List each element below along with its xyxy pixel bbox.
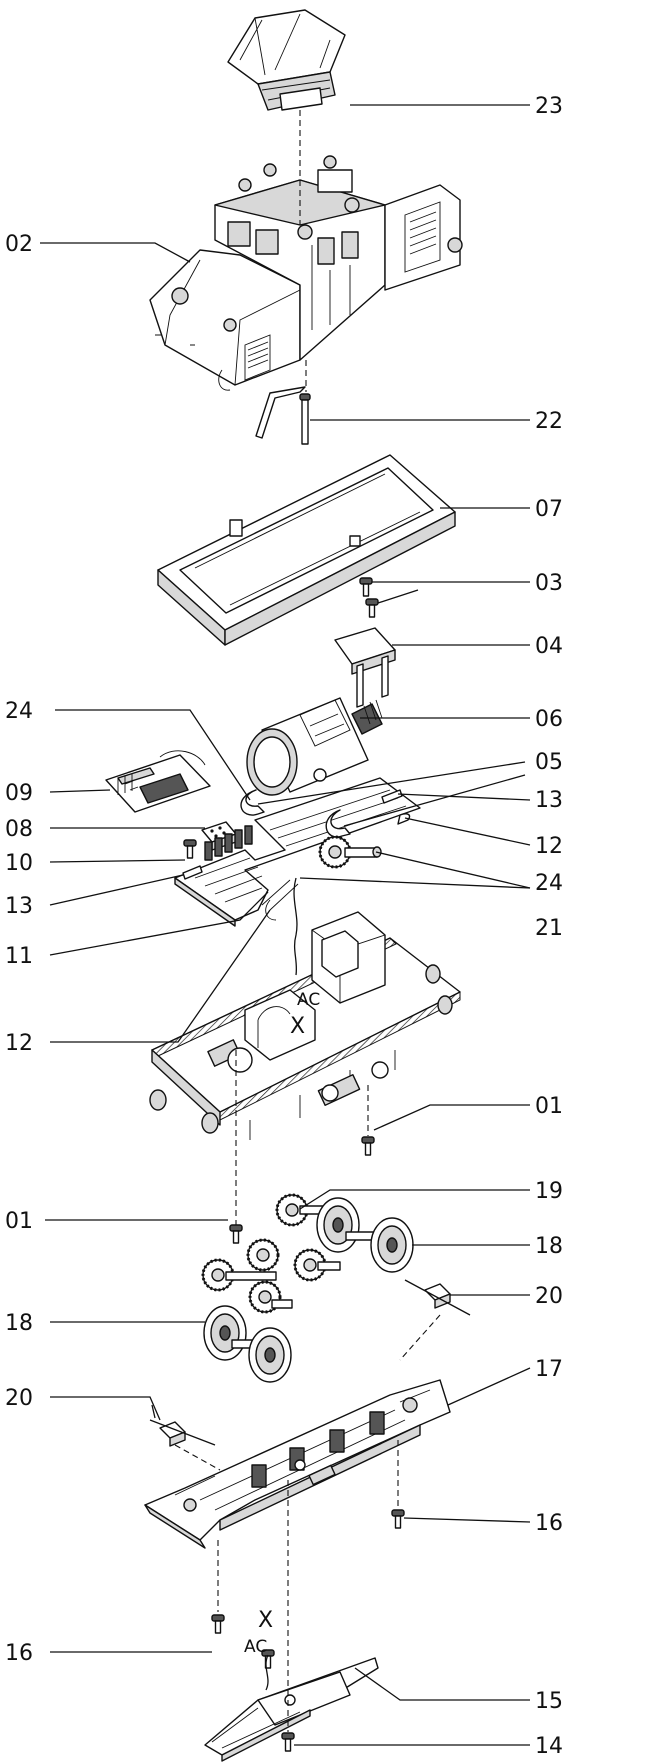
label-20-left: 20 (5, 1386, 33, 1411)
label-01-left: 01 (5, 1209, 33, 1234)
label-13-left: 13 (5, 894, 33, 919)
label-10: 10 (5, 851, 33, 876)
part-01-chassis (149, 911, 461, 1140)
label-17: 17 (535, 1357, 563, 1382)
label-16-left: 16 (5, 1641, 33, 1666)
part-18-wheelsets (203, 1197, 414, 1383)
label-02: 02 (5, 232, 33, 257)
svg-text:AC: AC (244, 1637, 267, 1657)
part-24-circuit-board (174, 777, 421, 927)
part-12-contacts (265, 813, 411, 921)
part-09-decoder (105, 750, 211, 813)
part-16-screws (211, 1509, 405, 1669)
label-06: 06 (535, 707, 563, 732)
part-23-roof-insert (227, 9, 346, 111)
label-13-right: 13 (535, 788, 563, 813)
part-labels: 23 02 22 07 03 04 24 06 09 05 08 13 10 1… (5, 94, 563, 1759)
part-20-contacts (149, 1279, 471, 1447)
svg-text:X: X (258, 1608, 273, 1633)
part-07-frame (157, 454, 456, 646)
label-12-right: 12 (535, 834, 563, 859)
part-22-contact-and-screw (255, 386, 311, 445)
part-02-body (149, 155, 463, 391)
label-24-right: 24 (535, 871, 563, 896)
label-04: 04 (535, 634, 563, 659)
label-01-right: 01 (535, 1094, 563, 1119)
label-23: 23 (535, 94, 563, 119)
label-09: 09 (5, 781, 33, 806)
label-18-left: 18 (5, 1311, 33, 1336)
part-03-screws (359, 577, 379, 618)
label-07: 07 (535, 497, 563, 522)
part-04-bracket (334, 627, 396, 708)
label-11: 11 (5, 944, 33, 969)
label-16-right: 16 (535, 1511, 563, 1536)
label-08: 08 (5, 817, 33, 842)
svg-text:AC: AC (297, 990, 320, 1010)
label-24-top: 24 (5, 699, 33, 724)
svg-text:X: X (290, 1014, 305, 1039)
part-10-screw (183, 839, 197, 859)
label-03: 03 (535, 571, 563, 596)
label-19: 19 (535, 1179, 563, 1204)
label-15: 15 (535, 1689, 563, 1714)
label-20-right: 20 (535, 1284, 563, 1309)
leader-lines (40, 104, 531, 1746)
label-21: 21 (535, 916, 563, 941)
label-12-left: 12 (5, 1031, 33, 1056)
label-22: 22 (535, 409, 563, 434)
assembly-axes (174, 110, 441, 1732)
part-06-motor (246, 697, 383, 796)
part-14-screw (281, 1732, 295, 1752)
wire-ac-upper: AC X (290, 877, 320, 1039)
part-13-pins (182, 789, 403, 880)
wire-ac-lower: X AC (244, 1608, 273, 1691)
part-21-gear (318, 835, 382, 869)
part-17-bogie (144, 1379, 451, 1549)
label-18-right: 18 (535, 1234, 563, 1259)
label-05: 05 (535, 750, 563, 775)
label-14: 14 (535, 1734, 563, 1759)
part-19-gears (201, 1193, 341, 1314)
